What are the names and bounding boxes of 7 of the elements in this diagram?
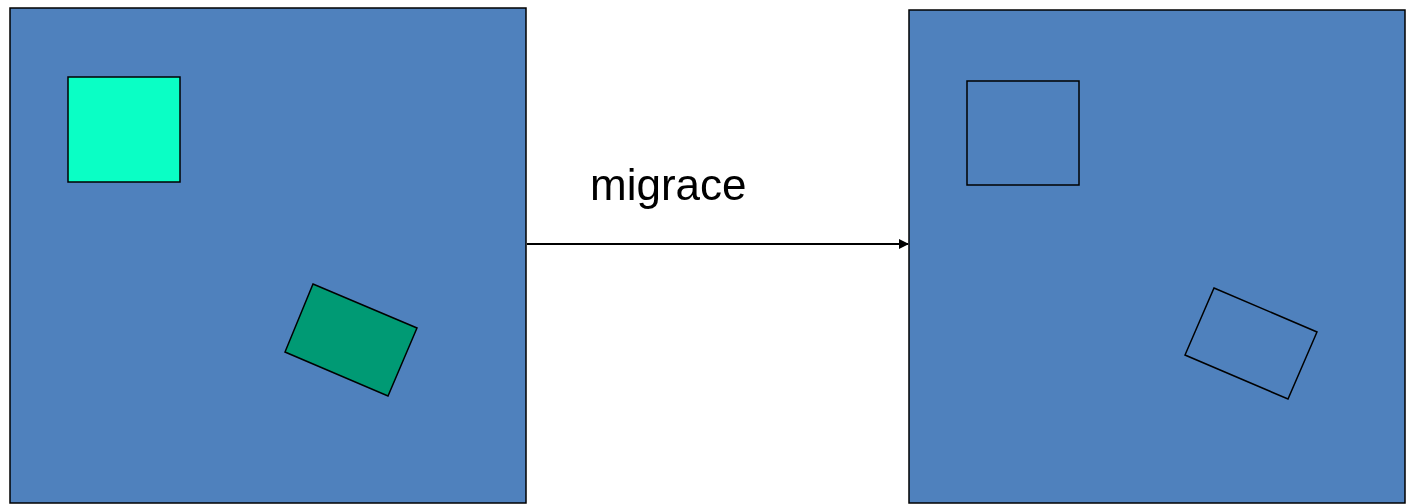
square-outline xyxy=(967,81,1079,185)
tilted-rectangle-outline xyxy=(1185,288,1317,399)
edge-label: migrace xyxy=(590,163,747,207)
canvas-panel xyxy=(909,10,1405,503)
canvas-panel xyxy=(10,8,526,503)
arrow xyxy=(526,239,909,249)
square-shape xyxy=(68,77,180,182)
